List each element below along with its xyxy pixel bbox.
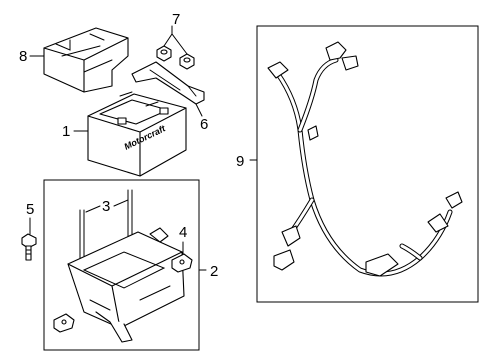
- leader-6: [195, 103, 203, 117]
- battery: Motorcraft: [87, 91, 187, 177]
- callout-7: 7: [172, 11, 180, 28]
- tray-bracket: [171, 253, 193, 273]
- leader-3: [85, 199, 129, 213]
- cable-group-box: [256, 25, 479, 303]
- callout-2: 2: [210, 263, 218, 280]
- callout-3: 3: [102, 198, 110, 215]
- cable-terminals: [267, 41, 463, 277]
- battery-cover: [43, 27, 129, 93]
- battery-cable-assembly: [275, 57, 453, 277]
- callout-1: 1: [62, 123, 70, 140]
- callout-8: 8: [19, 48, 27, 65]
- bolt: [21, 233, 37, 261]
- hold-down-clamp: [131, 61, 205, 105]
- tray-group-box: [43, 179, 200, 351]
- tray-clip: [53, 313, 75, 333]
- callout-4: 4: [179, 224, 187, 241]
- callout-9: 9: [236, 153, 244, 170]
- nuts: [156, 45, 195, 70]
- callout-6: 6: [200, 116, 208, 133]
- callout-5: 5: [26, 201, 34, 218]
- battery-tray: [67, 227, 185, 343]
- leader-7: [163, 25, 188, 55]
